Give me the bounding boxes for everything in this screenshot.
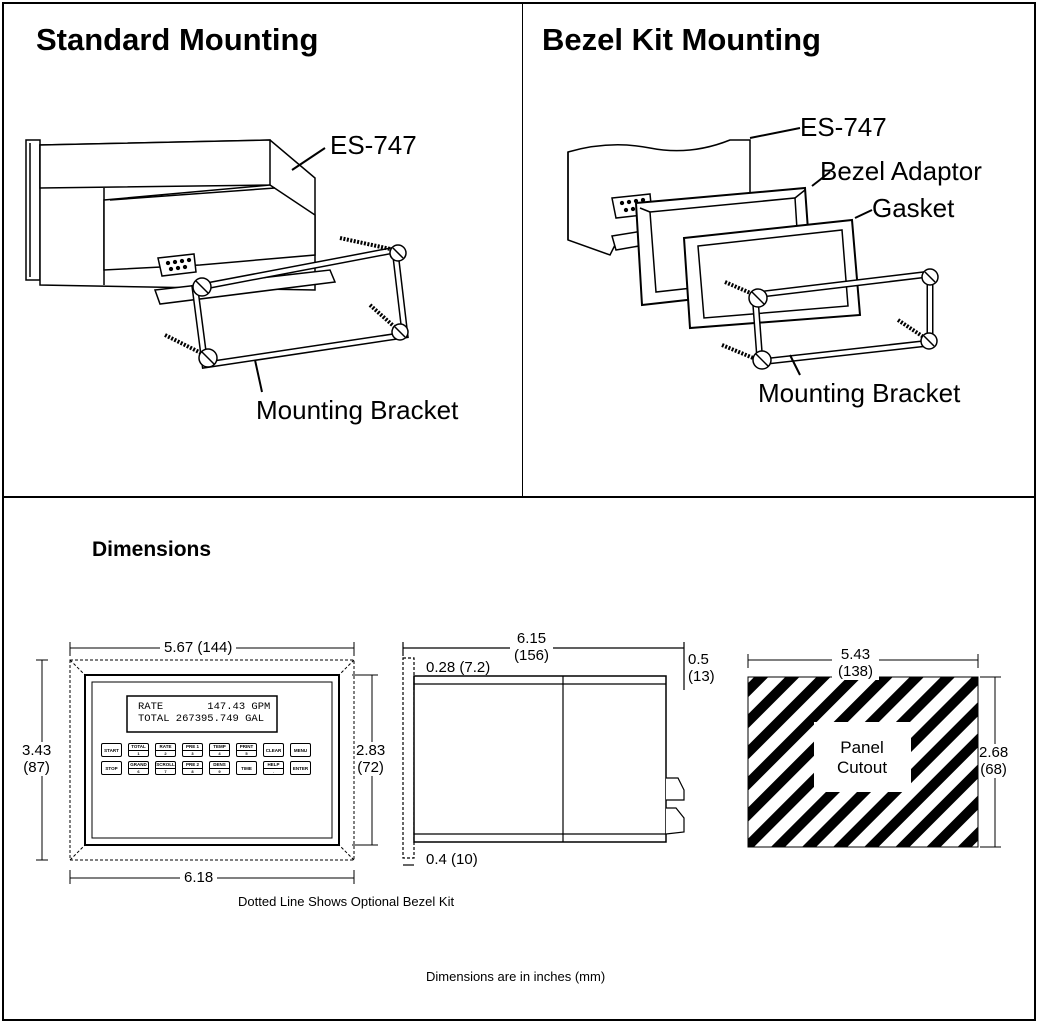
key-start: START xyxy=(101,743,122,757)
front-width-bottom: 6.18 xyxy=(180,869,218,886)
key-help: HELP. xyxy=(263,761,284,775)
bezel-meter-label: ES-747 xyxy=(800,112,887,142)
side-front-thickness: 0.4 (10) xyxy=(426,851,478,868)
standard-meter-label: ES-747 xyxy=(330,130,417,160)
cutout-width: 5.43 (138) xyxy=(832,646,880,680)
cutout-label: Panel Cutout xyxy=(836,738,888,777)
side-depth: 6.15 (156) xyxy=(510,630,554,664)
bezel-meter-drawing xyxy=(567,127,939,376)
section-divider-horizontal xyxy=(2,496,1036,498)
units-note: Dimensions are in inches (mm) xyxy=(426,969,606,984)
front-width-top: 5.67 (144) xyxy=(160,639,237,656)
key-clear: CLEAR xyxy=(263,743,284,757)
key-menu: MENU xyxy=(290,743,311,757)
bezel-bracket-label: Mounting Bracket xyxy=(758,378,961,408)
standard-mounting-title: Standard Mounting xyxy=(36,22,319,57)
front-height-left: 3.43 (87) xyxy=(22,742,52,776)
panel-cutout-drawing xyxy=(747,654,1001,848)
bezel-kit-note: Dotted Line Shows Optional Bezel Kit xyxy=(238,894,455,909)
bezel-adaptor-label: Bezel Adaptor xyxy=(820,156,982,186)
key-enter: ENTER xyxy=(290,761,311,775)
side-bezel-gap: 0.28 (7.2) xyxy=(426,659,491,676)
standard-meter-drawing xyxy=(25,139,409,393)
key-time: TIME xyxy=(236,761,257,775)
display-line-2: TOTAL 267395.749 GAL xyxy=(138,713,265,725)
standard-bracket-label: Mounting Bracket xyxy=(256,395,459,425)
front-view-drawing xyxy=(36,642,378,884)
display-line-1: RATE 147.43 GPM xyxy=(138,701,271,713)
key-stop: STOP xyxy=(101,761,122,775)
front-height-right: 2.83 (72) xyxy=(356,742,386,776)
cutout-height: 2.68 (68) xyxy=(979,744,1009,778)
dimensions-title: Dimensions xyxy=(92,538,212,561)
gasket-label: Gasket xyxy=(872,193,955,223)
side-rear: 0.5 (13) xyxy=(688,651,715,685)
bezel-kit-mounting-title: Bezel Kit Mounting xyxy=(542,22,821,57)
section-divider-vertical xyxy=(522,2,523,497)
